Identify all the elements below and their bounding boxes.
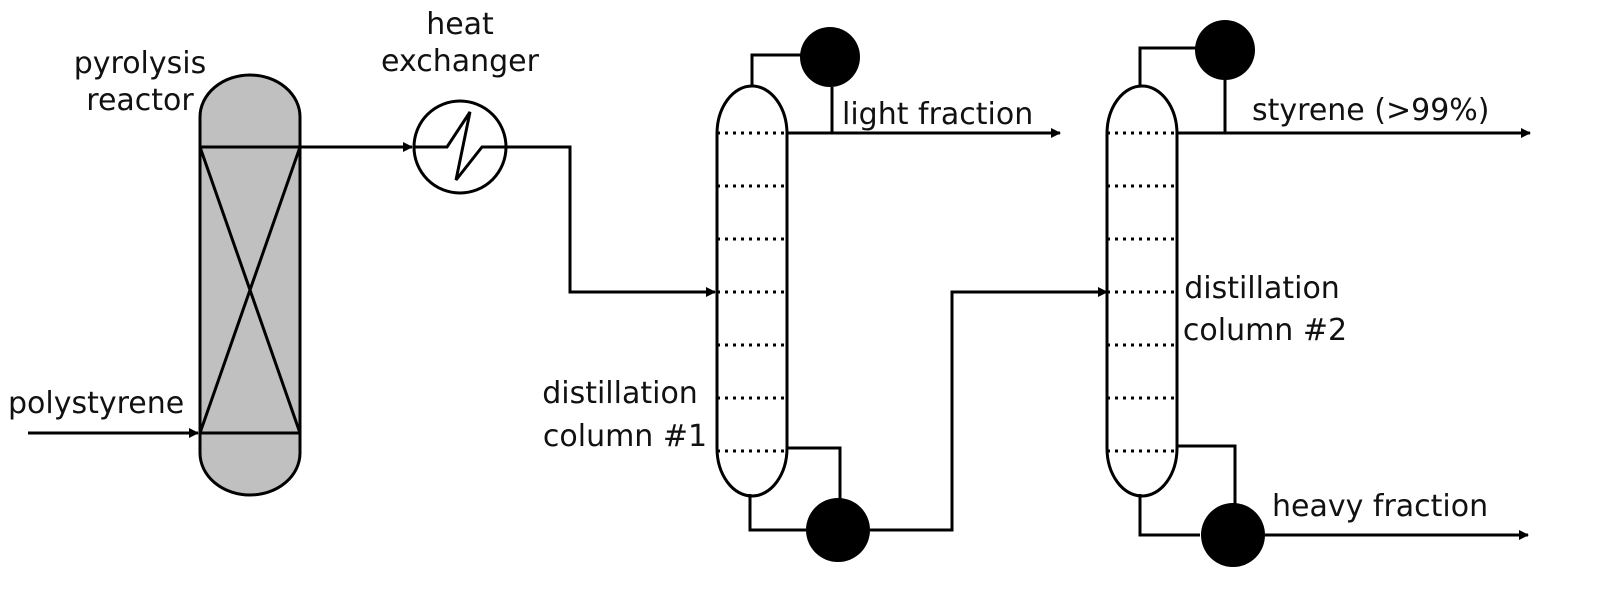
feed-label: polystyrene: [8, 386, 184, 421]
column1-reboiler-return: [787, 446, 842, 502]
pyrolysis-reactor: [198, 73, 302, 497]
distillation-column-1: [715, 84, 789, 498]
reactor-label-line1: pyrolysis: [74, 46, 207, 81]
light-fraction-label: light fraction: [842, 97, 1033, 132]
reactor-vessel: [198, 73, 302, 497]
distillation-column-2: [1105, 84, 1179, 498]
column2-bottoms-line: [1138, 494, 1200, 537]
column2-condenser-drum: [1195, 20, 1255, 80]
heat-exchanger-coil: [414, 111, 506, 181]
styrene-label: styrene (>99%): [1252, 93, 1490, 128]
column2-reboiler-drum: [1201, 503, 1265, 567]
column1-to-column2-stream: [870, 287, 1108, 532]
heavy-fraction-label: heavy fraction: [1272, 489, 1488, 524]
reactor-label-line2: reactor: [86, 83, 194, 118]
column2-label-line1: distillation: [1184, 271, 1340, 306]
hx-to-column1-stream: [506, 145, 716, 297]
column1-bottoms-line: [748, 494, 806, 532]
column2-label-line2: column #2: [1183, 313, 1347, 348]
column1-reboiler-drum: [806, 498, 870, 562]
column1-overhead-line: [750, 53, 805, 86]
column1-label-line1: distillation: [542, 376, 698, 411]
hx-label-line2: exchanger: [381, 44, 540, 79]
reactor-packing-cross-2: [198, 146, 302, 434]
column1-condenser-drum: [800, 27, 860, 87]
column2-overhead-line: [1138, 46, 1198, 86]
column1-label-line2: column #1: [543, 419, 707, 454]
heat-exchanger: [412, 99, 508, 195]
column2-reboiler-return: [1177, 444, 1237, 505]
hx-label-line1: heat: [426, 7, 494, 42]
